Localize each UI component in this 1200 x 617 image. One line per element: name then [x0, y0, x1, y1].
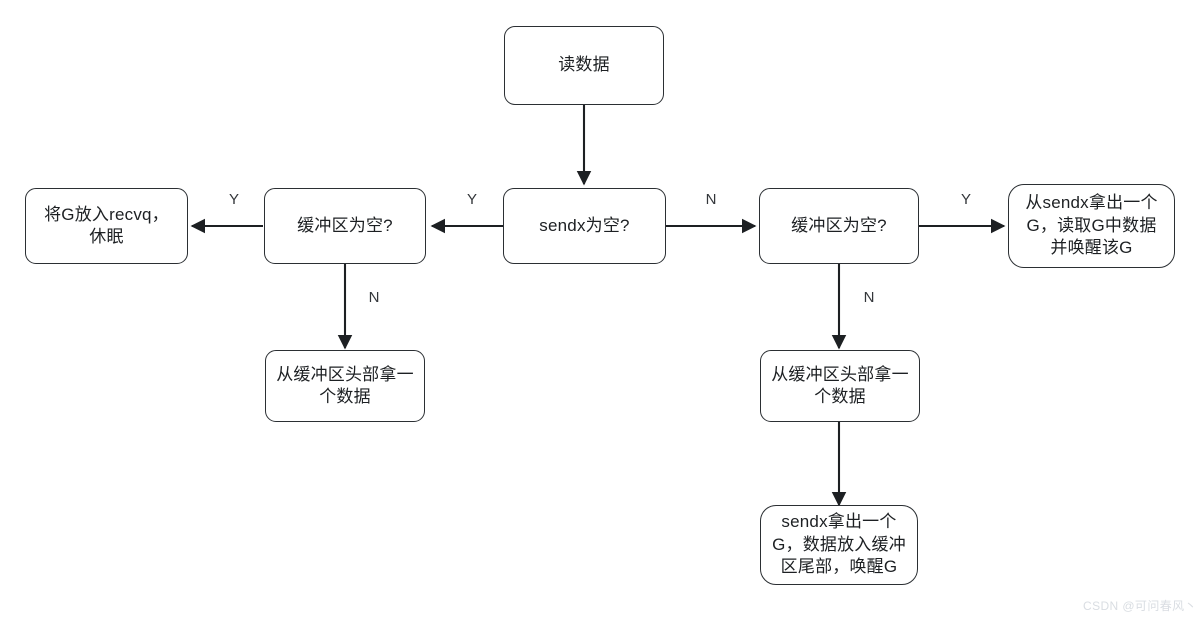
edge-label-left-buffer-down: N	[368, 289, 380, 306]
edge-label-right-buffer-to-take-sendx: Y	[960, 191, 971, 208]
node-put-g-recvq[interactable]: 将G放入recvq， 休眠	[25, 188, 188, 264]
node-buffer-empty-left[interactable]: 缓冲区为空?	[264, 188, 426, 264]
edge-label-sendx-to-right-buffer: N	[705, 191, 717, 208]
node-sendx-take-g[interactable]: sendx拿出一个 G，数据放入缓冲 区尾部，唤醒G	[760, 505, 918, 585]
node-buffer-empty-right[interactable]: 缓冲区为空?	[759, 188, 919, 264]
node-read-data[interactable]: 读数据	[504, 26, 664, 105]
node-take-head-left[interactable]: 从缓冲区头部拿一 个数据	[265, 350, 425, 422]
node-sendx-empty[interactable]: sendx为空?	[503, 188, 666, 264]
edge-label-right-buffer-down: N	[863, 289, 875, 306]
edge-label-sendx-to-left-buffer: Y	[466, 191, 477, 208]
edge-label-left-buffer-to-recvq: Y	[228, 191, 239, 208]
node-take-from-sendx[interactable]: 从sendx拿出一个 G，读取G中数据 并唤醒该G	[1008, 184, 1175, 268]
csdn-watermark: CSDN @可问春风丶	[1083, 599, 1197, 613]
node-take-head-right[interactable]: 从缓冲区头部拿一 个数据	[760, 350, 920, 422]
